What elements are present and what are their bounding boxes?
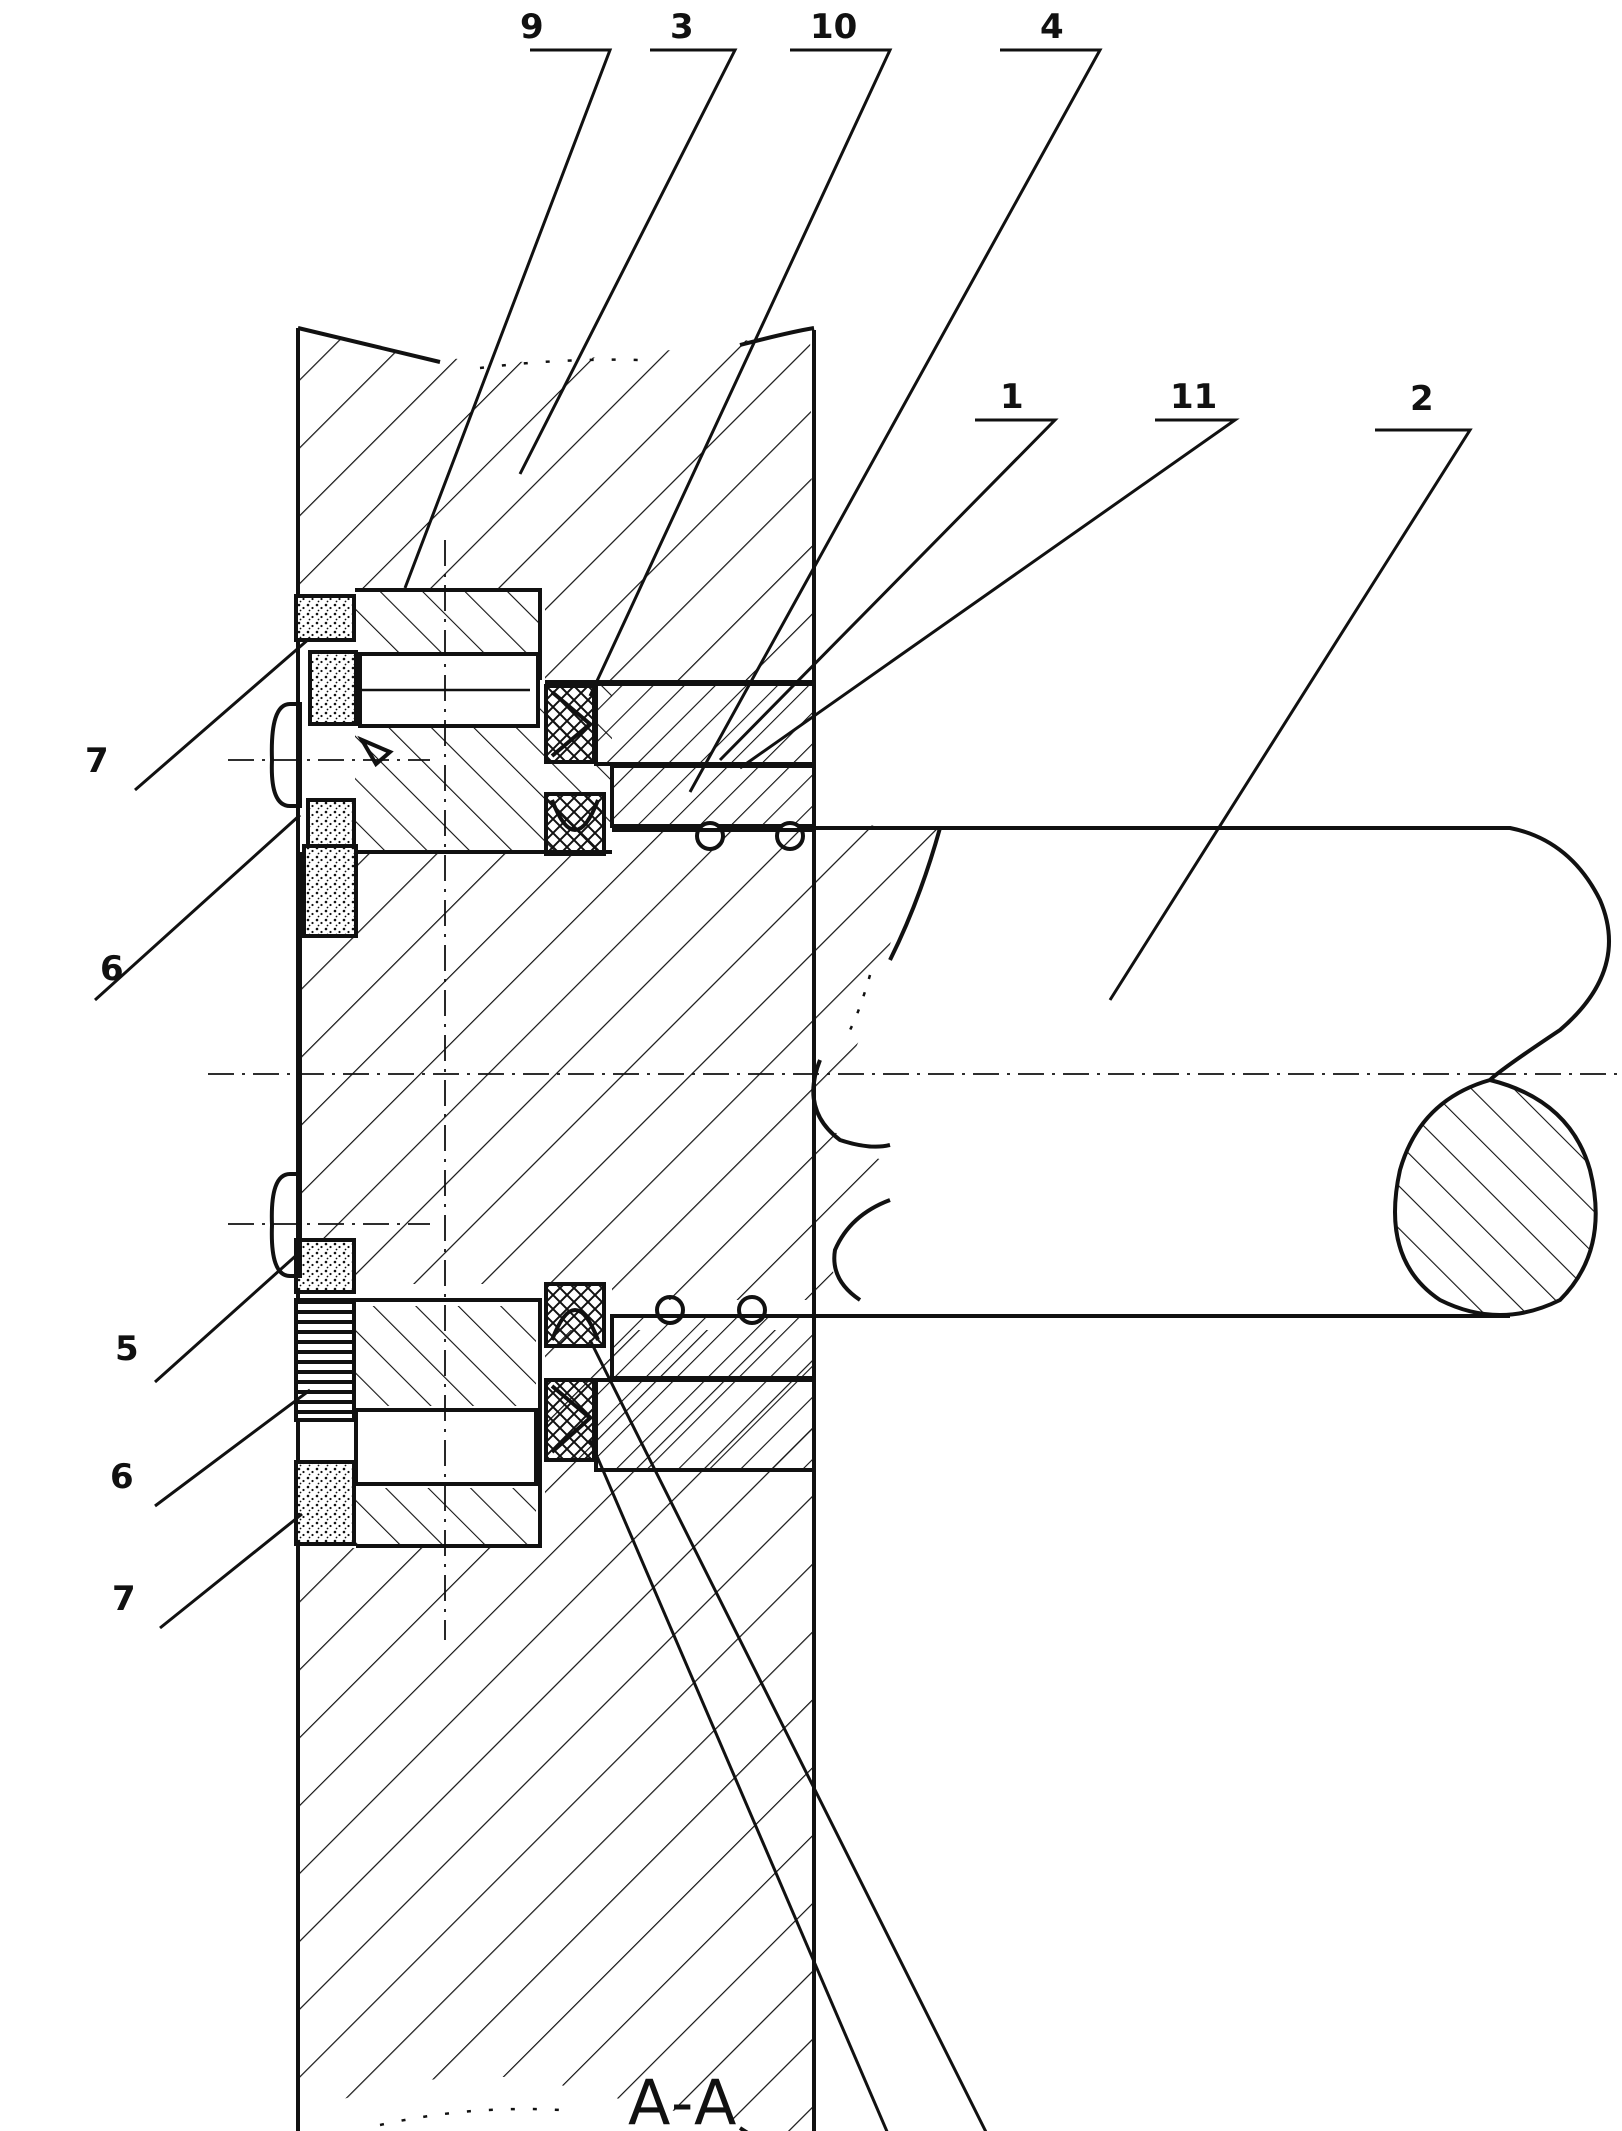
label-6-bottom: 6 — [110, 1457, 134, 1497]
label-11: 11 — [1170, 377, 1217, 417]
seal-ring-lower — [546, 1284, 604, 1346]
label-9: 9 — [520, 7, 544, 47]
label-7-top: 7 — [85, 741, 109, 781]
label-4: 4 — [1040, 7, 1064, 47]
label-2: 2 — [1410, 379, 1434, 419]
hub-part-1 — [300, 825, 940, 1316]
label-10: 10 — [810, 7, 857, 47]
section-view-title: A-A — [628, 2066, 738, 2131]
seal-ring-upper — [546, 794, 604, 854]
label-6-top: 6 — [100, 949, 124, 989]
shaft-part-2 — [816, 828, 1609, 1316]
label-7-bottom: 7 — [112, 1579, 136, 1619]
label-3: 3 — [670, 7, 694, 47]
label-5: 5 — [115, 1329, 139, 1369]
label-1: 1 — [1000, 377, 1024, 417]
